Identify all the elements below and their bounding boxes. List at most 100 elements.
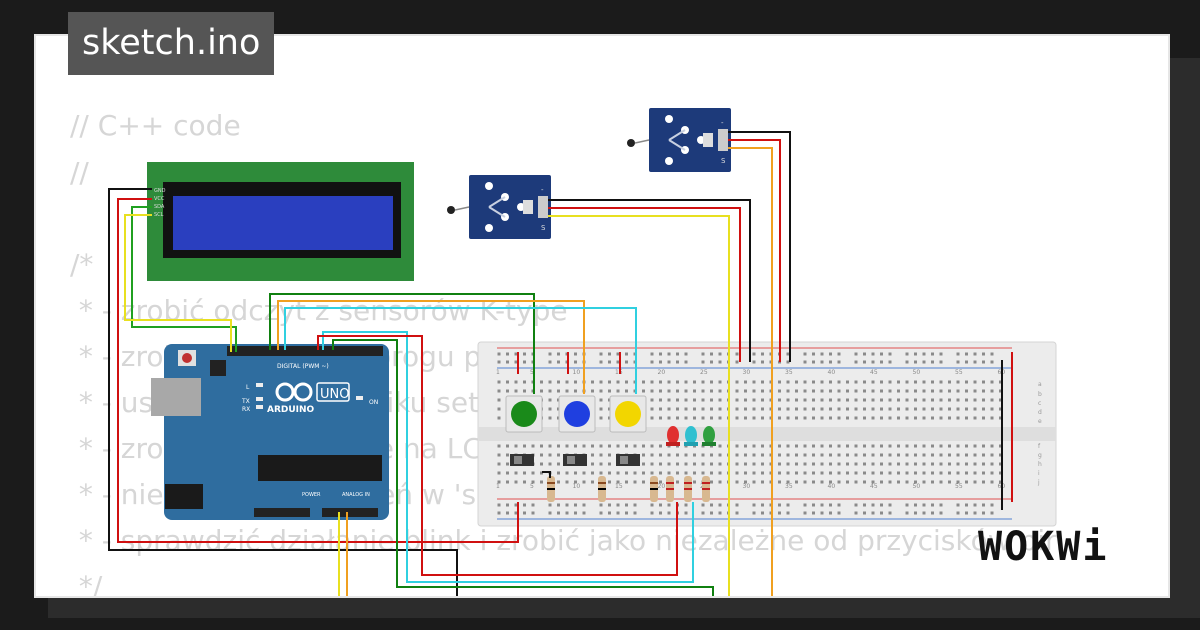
breadboard-hole[interactable] xyxy=(956,398,960,402)
rail-hole[interactable] xyxy=(914,511,917,515)
breadboard-hole[interactable] xyxy=(591,380,594,384)
breadboard-hole[interactable] xyxy=(914,462,917,466)
breadboard-hole[interactable] xyxy=(931,444,934,448)
breadboard-hole[interactable] xyxy=(565,389,569,393)
breadboard-hole[interactable] xyxy=(540,444,543,448)
breadboard-hole[interactable] xyxy=(616,444,620,448)
breadboard-hole[interactable] xyxy=(540,389,543,393)
breadboard-hole[interactable] xyxy=(829,444,832,448)
breadboard-hole[interactable] xyxy=(990,462,994,466)
breadboard-hole[interactable] xyxy=(820,453,824,457)
rail-hole[interactable] xyxy=(676,352,679,356)
breadboard-hole[interactable] xyxy=(982,398,985,402)
rail-hole[interactable] xyxy=(506,503,509,507)
rail-hole[interactable] xyxy=(965,503,968,507)
breadboard-hole[interactable] xyxy=(761,462,764,466)
breadboard-hole[interactable] xyxy=(778,407,781,411)
breadboard-hole[interactable] xyxy=(837,416,841,420)
breadboard-hole[interactable] xyxy=(676,416,679,420)
breadboard-hole[interactable] xyxy=(956,480,960,484)
breadboard-hole[interactable] xyxy=(888,407,892,411)
breadboard-hole[interactable] xyxy=(795,398,798,402)
breadboard-hole[interactable] xyxy=(905,416,909,420)
rail-hole[interactable] xyxy=(888,511,892,515)
rail-hole[interactable] xyxy=(684,360,688,364)
breadboard-hole[interactable] xyxy=(829,398,832,402)
rail-hole[interactable] xyxy=(506,352,509,356)
breadboard-hole[interactable] xyxy=(863,480,866,484)
breadboard-hole[interactable] xyxy=(982,471,985,475)
rail-hole[interactable] xyxy=(880,503,883,507)
breadboard-hole[interactable] xyxy=(684,407,688,411)
breadboard-hole[interactable] xyxy=(846,453,849,457)
rail-hole[interactable] xyxy=(829,511,832,515)
breadboard-hole[interactable] xyxy=(497,480,501,484)
breadboard-hole[interactable] xyxy=(922,480,926,484)
breadboard-hole[interactable] xyxy=(931,462,934,466)
breadboard-hole[interactable] xyxy=(922,453,926,457)
rail-hole[interactable] xyxy=(659,352,662,356)
breadboard-hole[interactable] xyxy=(956,444,960,448)
rail-hole[interactable] xyxy=(820,360,824,364)
breadboard-hole[interactable] xyxy=(820,407,824,411)
breadboard-hole[interactable] xyxy=(744,398,747,402)
breadboard-hole[interactable] xyxy=(846,407,849,411)
file-tab[interactable]: sketch.ino xyxy=(68,12,275,75)
rail-hole[interactable] xyxy=(710,360,713,364)
breadboard-hole[interactable] xyxy=(659,462,662,466)
rail-hole[interactable] xyxy=(497,511,501,515)
breadboard-hole[interactable] xyxy=(642,380,645,384)
wire-green[interactable] xyxy=(269,293,535,394)
breadboard-hole[interactable] xyxy=(854,398,858,402)
breadboard-hole[interactable] xyxy=(778,416,781,420)
breadboard-hole[interactable] xyxy=(684,462,688,466)
rail-hole[interactable] xyxy=(786,511,790,515)
breadboard-hole[interactable] xyxy=(914,380,917,384)
breadboard-hole[interactable] xyxy=(701,462,705,466)
breadboard-hole[interactable] xyxy=(948,480,951,484)
breadboard-hole[interactable] xyxy=(718,389,722,393)
breadboard-hole[interactable] xyxy=(863,380,866,384)
breadboard-hole[interactable] xyxy=(803,389,807,393)
rail-hole[interactable] xyxy=(990,360,994,364)
breadboard-hole[interactable] xyxy=(956,380,960,384)
breadboard-hole[interactable] xyxy=(871,453,875,457)
breadboard-hole[interactable] xyxy=(497,453,501,457)
push-button-blue[interactable] xyxy=(558,395,596,433)
breadboard-hole[interactable] xyxy=(820,380,824,384)
breadboard-hole[interactable] xyxy=(812,389,815,393)
reset-button[interactable] xyxy=(182,353,192,363)
temperature-sensor-module[interactable]: - S xyxy=(447,175,551,239)
breadboard-hole[interactable] xyxy=(948,444,951,448)
breadboard-hole[interactable] xyxy=(778,389,781,393)
rail-hole[interactable] xyxy=(735,352,739,356)
breadboard-hole[interactable] xyxy=(786,407,790,411)
breadboard-hole[interactable] xyxy=(829,416,832,420)
breadboard-hole[interactable] xyxy=(812,453,815,457)
breadboard-hole[interactable] xyxy=(939,471,943,475)
breadboard-hole[interactable] xyxy=(897,416,900,420)
breadboard-hole[interactable] xyxy=(548,407,552,411)
wire-yellow[interactable] xyxy=(124,214,232,352)
breadboard-hole[interactable] xyxy=(599,462,603,466)
breadboard-hole[interactable] xyxy=(761,380,764,384)
breadboard-hole[interactable] xyxy=(803,471,807,475)
breadboard-hole[interactable] xyxy=(990,480,994,484)
wire-black[interactable] xyxy=(548,199,751,362)
breadboard-hole[interactable] xyxy=(990,416,994,420)
breadboard-hole[interactable] xyxy=(795,389,798,393)
rail-hole[interactable] xyxy=(625,352,628,356)
rail-hole[interactable] xyxy=(931,503,934,507)
breadboard[interactable]: 1155101015152020252530303535404045455050… xyxy=(477,341,1057,527)
rail-hole[interactable] xyxy=(667,503,671,507)
rail-hole[interactable] xyxy=(914,352,917,356)
breadboard-hole[interactable] xyxy=(667,471,671,475)
breadboard-hole[interactable] xyxy=(693,407,696,411)
breadboard-hole[interactable] xyxy=(608,462,611,466)
breadboard-hole[interactable] xyxy=(837,444,841,448)
breadboard-hole[interactable] xyxy=(931,416,934,420)
breadboard-hole[interactable] xyxy=(871,444,875,448)
rail-hole[interactable] xyxy=(599,360,603,364)
breadboard-hole[interactable] xyxy=(982,407,985,411)
breadboard-hole[interactable] xyxy=(956,407,960,411)
